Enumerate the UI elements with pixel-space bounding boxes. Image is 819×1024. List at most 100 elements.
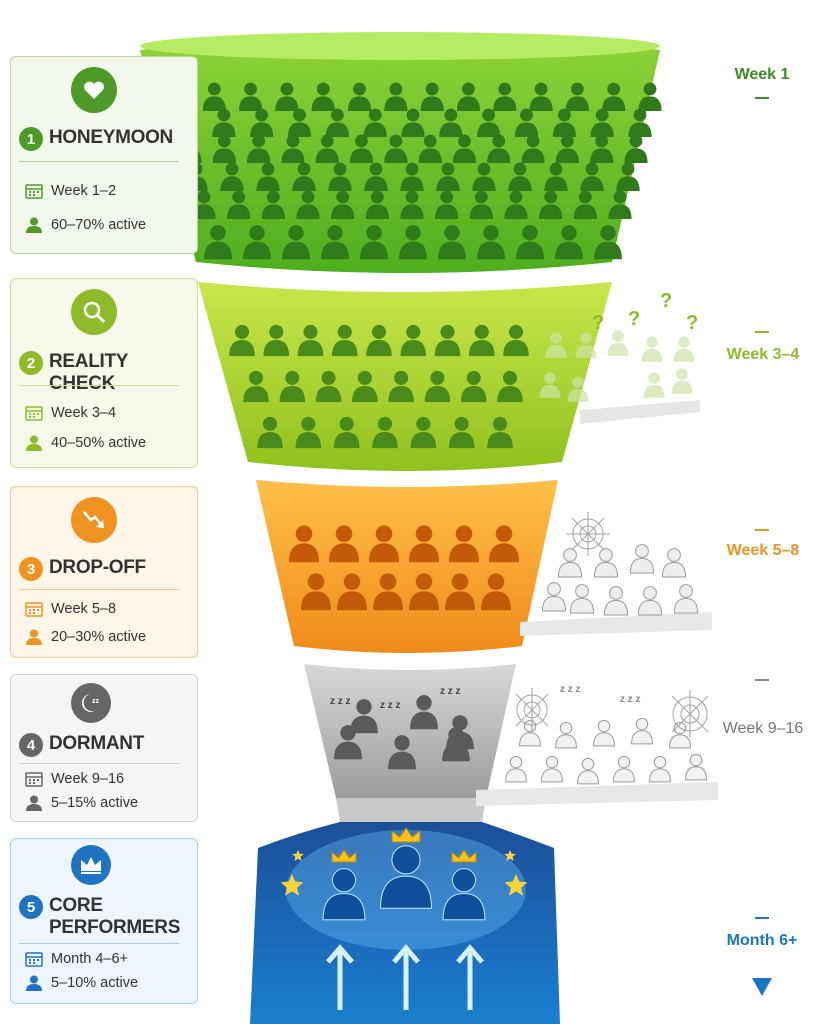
honeymoon-crowd xyxy=(166,82,662,260)
person-figure xyxy=(349,134,374,163)
person-figure xyxy=(352,370,378,403)
person-figure xyxy=(408,573,440,611)
person-figure xyxy=(322,868,366,921)
calendar-icon xyxy=(25,772,43,787)
funnel-rim xyxy=(140,32,660,60)
person-figure xyxy=(328,525,360,563)
calendar-icon xyxy=(25,952,43,967)
stage-icon-circle xyxy=(71,67,117,113)
person-figure xyxy=(573,190,597,219)
person-figure xyxy=(243,225,271,260)
person-figure xyxy=(295,416,322,449)
person-figure xyxy=(275,82,299,111)
person-figure xyxy=(315,370,342,403)
person-figure xyxy=(565,82,589,111)
sleep-mark: z z z xyxy=(330,696,351,707)
churned-person-figure xyxy=(555,721,577,749)
person-figure xyxy=(365,190,389,219)
stage-active-text: 60–70% active xyxy=(51,217,147,233)
star-icon xyxy=(280,874,304,896)
trend-down-icon xyxy=(83,511,104,528)
sleep-mark: z z z xyxy=(560,684,581,695)
person-figure xyxy=(331,324,358,357)
timeline-label-month-6: Month 6+ xyxy=(726,932,798,949)
person-figure xyxy=(442,727,470,762)
stage-number: 3 xyxy=(19,557,43,581)
stage-title: CORE PERFORMERS xyxy=(49,895,181,938)
person-figure xyxy=(448,416,475,449)
person-figure xyxy=(539,190,563,219)
timeline-label-week-1: Week 1 xyxy=(734,66,790,83)
funnel-neck xyxy=(336,798,486,822)
churned-person-figure xyxy=(541,755,563,783)
crown-icon xyxy=(391,827,421,843)
person-figure xyxy=(590,134,614,163)
churn-platform-reality xyxy=(580,400,700,424)
person-figure xyxy=(410,416,437,449)
stage-period-text: Month 4–6+ xyxy=(51,951,128,967)
stage-icon-circle: zz xyxy=(71,683,111,723)
person-figure xyxy=(350,699,378,734)
person-figure xyxy=(452,134,477,163)
person-figure xyxy=(384,134,408,163)
churn-platform-dormant xyxy=(476,782,718,806)
person-figure xyxy=(263,324,290,357)
divider xyxy=(19,385,179,386)
person-figure xyxy=(282,225,310,260)
person-figure xyxy=(247,134,271,163)
star-icon xyxy=(504,850,516,861)
churned-person-figure xyxy=(643,372,665,398)
person-figure xyxy=(229,324,255,357)
person-figure xyxy=(493,82,517,111)
person-figure xyxy=(602,82,626,111)
person-figure xyxy=(460,370,487,403)
stage-card-drop-off: 3 DROP-OFF Week 5–8 20–30% active xyxy=(10,486,198,658)
person-figure xyxy=(192,190,216,219)
person-figure xyxy=(628,108,652,137)
person-figure xyxy=(279,370,306,403)
person-figure xyxy=(212,108,236,137)
person-figure xyxy=(529,82,553,111)
churned-person-figure xyxy=(593,719,615,747)
svg-text:zz: zz xyxy=(92,698,100,705)
person-figure xyxy=(468,324,495,357)
person-figure xyxy=(439,108,463,137)
person-figure xyxy=(334,725,362,760)
dormant-crowd xyxy=(334,695,474,770)
magnifier-icon xyxy=(83,301,106,324)
person-figure xyxy=(212,134,236,163)
person-figure xyxy=(311,82,335,111)
question-mark: ? xyxy=(686,312,699,334)
churned-person-figure xyxy=(567,376,589,402)
up-arrow-icon xyxy=(392,944,420,1010)
person-figure xyxy=(261,190,285,219)
person-figure xyxy=(400,190,424,219)
person-figure xyxy=(315,134,339,163)
churned-person-figure xyxy=(685,753,707,781)
stage-title: REALITY CHECK xyxy=(49,351,128,394)
churned-person-figure xyxy=(545,332,567,358)
timeline-arrow-icon xyxy=(752,978,772,996)
person-figure xyxy=(488,525,520,563)
person-figure xyxy=(384,82,408,111)
person-figure xyxy=(504,190,528,219)
stage-card-dormant: zz 4 DORMANT Week 9–16 5–15% active xyxy=(10,674,198,822)
person-figure xyxy=(400,162,424,191)
person-figure xyxy=(477,225,505,260)
crown-icon xyxy=(451,849,477,863)
question-mark: ? xyxy=(628,308,641,330)
stage-title: DORMANT xyxy=(49,733,144,754)
person-figure xyxy=(321,225,349,260)
person-icon xyxy=(26,629,42,645)
stage-active: 60–70% active xyxy=(25,217,146,233)
person-figure xyxy=(287,108,312,137)
stage-number: 1 xyxy=(19,127,43,151)
person-figure xyxy=(333,416,360,449)
stage-active: 5–15% active xyxy=(25,795,138,811)
person-figure xyxy=(243,370,269,403)
person-figure xyxy=(410,695,438,730)
churned-person-figure xyxy=(577,757,599,785)
question-mark: ? xyxy=(660,290,673,312)
person-figure xyxy=(516,225,544,260)
